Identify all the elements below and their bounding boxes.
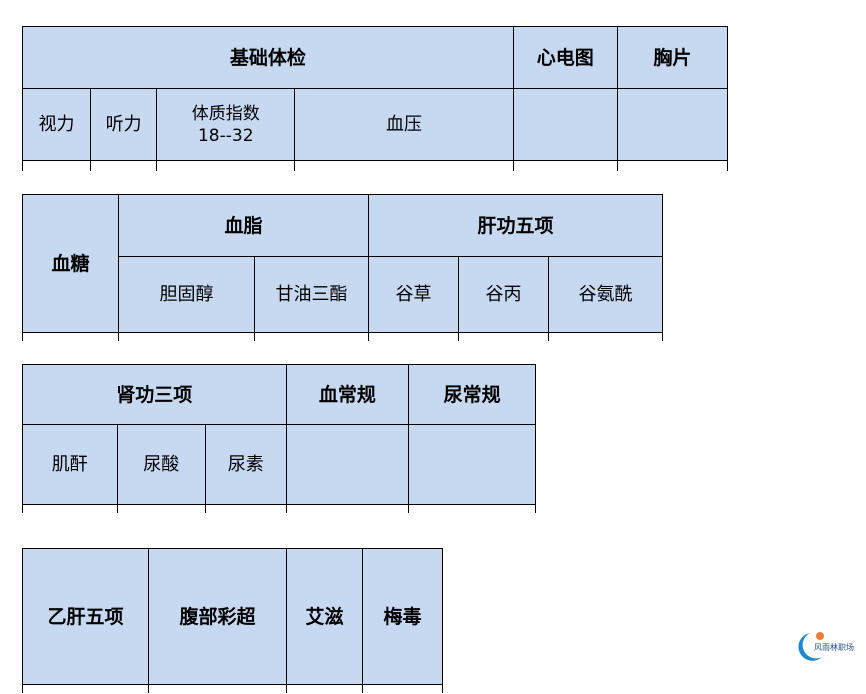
stub-cell	[368, 332, 460, 341]
cell-ecg-value	[512, 88, 618, 161]
stub-cell	[22, 332, 119, 341]
header-kidney-function: 肾功三项	[22, 364, 287, 425]
stub-cell	[512, 160, 618, 171]
header-urine-routine: 尿常规	[408, 364, 536, 425]
stub-cell	[148, 684, 287, 693]
logo-mark-icon: 风雨林职场	[798, 632, 854, 661]
cell-ggt: 谷氨酰	[548, 256, 664, 333]
stub-cell	[116, 504, 207, 513]
cell-blood-pressure: 血压	[294, 88, 514, 161]
header-blood-sugar: 血糖	[22, 194, 119, 333]
header-syphilis: 梅毒	[362, 548, 443, 685]
stub-cell	[458, 332, 550, 341]
header-abdominal-ultrasound: 腹部彩超	[148, 548, 287, 685]
header-blood-lipids: 血脂	[117, 194, 370, 257]
stub-cell	[616, 160, 729, 171]
cell-urea: 尿素	[205, 424, 287, 505]
stub-cell	[362, 684, 443, 693]
header-hiv: 艾滋	[286, 548, 363, 685]
bmi-label: 体质指数	[191, 103, 260, 124]
bmi-range: 18--32	[197, 125, 254, 146]
table-basic-exam: 基础体检 心电图 胸片 视力 听力 体质指数 18--32 血压	[21, 26, 729, 171]
cell-vision: 视力	[21, 88, 92, 161]
header-liver-function: 肝功五项	[368, 194, 664, 257]
stub-cell	[90, 160, 158, 171]
table-kidney: 肾功三项 血常规 尿常规 肌酐 尿酸 尿素	[22, 364, 536, 513]
stub-cell	[118, 332, 255, 341]
stub-cell	[156, 160, 296, 171]
stub-cell	[285, 504, 410, 513]
cell-chest-value	[616, 88, 729, 161]
header-ecg: 心电图	[512, 26, 618, 89]
stub-cell	[22, 504, 118, 513]
header-hepatitis-b: 乙肝五项	[22, 548, 149, 685]
stub-cell	[286, 684, 363, 693]
stub-cell	[408, 504, 536, 513]
cell-creatinine: 肌酐	[22, 424, 118, 505]
cell-bmi: 体质指数 18--32	[156, 88, 296, 161]
stub-cell	[253, 332, 370, 341]
cell-ast: 谷草	[368, 256, 460, 333]
header-blood-routine: 血常规	[285, 364, 410, 425]
cell-uric-acid: 尿酸	[116, 424, 207, 505]
header-basic-exam: 基础体检	[22, 26, 514, 89]
cell-triglyceride: 甘油三酯	[253, 256, 370, 333]
stub-cell	[21, 160, 92, 171]
stub-cell	[548, 332, 664, 341]
logo-text: 风雨林职场	[814, 642, 854, 652]
cell-cholesterol: 胆固醇	[118, 256, 255, 333]
stub-cell	[294, 160, 514, 171]
cell-urine-routine-value	[408, 424, 536, 505]
cell-blood-routine-value	[285, 424, 410, 505]
brand-logo: 风雨林职场	[796, 627, 858, 667]
header-chest-film: 胸片	[616, 26, 729, 89]
cell-hearing: 听力	[90, 88, 158, 161]
stub-cell	[205, 504, 287, 513]
cell-alt: 谷丙	[458, 256, 550, 333]
table-screening: 乙肝五项 腹部彩超 艾滋 梅毒	[22, 548, 443, 693]
table-blood: 血糖 血脂 肝功五项 胆固醇 甘油三酯 谷草 谷丙 谷氨酰	[22, 194, 664, 341]
stub-cell	[22, 684, 149, 693]
